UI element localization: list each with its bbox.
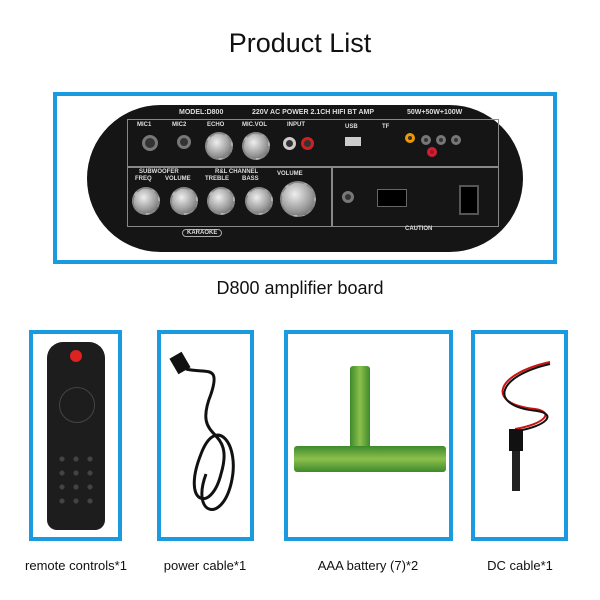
treble-label: TREBLE xyxy=(205,176,229,182)
caution-label: CAUTION xyxy=(405,226,433,232)
echo-label: ECHO xyxy=(207,122,225,128)
board-caption: D800 amplifier board xyxy=(216,278,384,298)
page-title: Product List xyxy=(228,28,372,58)
remote-frame xyxy=(29,330,122,541)
remote-caption: remote controls*1 xyxy=(25,558,127,573)
power-cable-frame xyxy=(157,330,254,541)
mic2-jack xyxy=(177,135,191,149)
sub-volume-label: VOLUME xyxy=(165,176,191,182)
button-prev xyxy=(421,135,431,145)
usb-label: USB xyxy=(345,124,358,130)
battery-lying xyxy=(294,446,446,472)
battery-frame xyxy=(284,330,453,541)
freq-knob xyxy=(132,187,160,215)
battery-upright xyxy=(350,366,370,466)
power-cable xyxy=(169,351,235,511)
sub-volume-knob xyxy=(170,187,198,215)
bass-knob xyxy=(245,187,273,215)
spec-label: 220V AC POWER 2.1CH HIFI BT AMP xyxy=(252,109,375,116)
power-cable-caption: power cable*1 xyxy=(163,558,247,573)
rl-channel-label: R&L CHANNEL xyxy=(215,169,259,175)
tf-label: TF xyxy=(382,124,390,130)
aux-jack xyxy=(405,133,415,143)
mic1-label: MIC1 xyxy=(137,122,152,128)
volume-knob xyxy=(280,181,316,217)
button-play xyxy=(436,135,446,145)
number-pad-icon xyxy=(55,452,97,512)
amplifier-board: MODEL:D800 220V AC POWER 2.1CH HIFI BT A… xyxy=(87,105,523,252)
subwoofer-label: SUBWOOFER xyxy=(139,169,179,175)
ir-sensor xyxy=(427,147,437,157)
dpad-icon xyxy=(59,387,95,423)
power-switch xyxy=(459,185,479,215)
dc-cable-caption: DC cable*1 xyxy=(487,558,553,573)
model-label: MODEL:D800 xyxy=(179,109,224,116)
mic2-label: MIC2 xyxy=(172,122,187,128)
amplifier-board-frame: MODEL:D800 220V AC POWER 2.1CH HIFI BT A… xyxy=(53,92,557,264)
karaoke-label: KARAOKE xyxy=(182,229,223,237)
power-panel xyxy=(332,167,499,227)
usb-port xyxy=(345,137,361,146)
volume-label: VOLUME xyxy=(277,171,303,177)
battery-caption: AAA battery (7)*2 xyxy=(317,558,419,573)
rca-right xyxy=(301,137,314,150)
bass-label: BASS xyxy=(242,176,259,182)
input-label: INPUT xyxy=(287,122,305,128)
ac-power-inlet xyxy=(377,189,407,207)
remote-control xyxy=(47,342,105,530)
button-next xyxy=(451,135,461,145)
rca-left xyxy=(283,137,296,150)
treble-knob xyxy=(207,187,235,215)
micvol-knob xyxy=(242,132,270,160)
dc-jack xyxy=(342,191,354,203)
input-panel xyxy=(127,119,499,167)
freq-label: FREQ xyxy=(135,176,152,182)
power-button-icon xyxy=(70,350,82,362)
dc-cable-frame xyxy=(471,330,568,541)
dc-cable xyxy=(501,361,551,491)
echo-knob xyxy=(205,132,233,160)
micvol-label: MIC.VOL xyxy=(242,122,267,128)
mic1-jack xyxy=(142,135,158,151)
control-panel xyxy=(127,167,332,227)
power-label: 50W+50W+100W xyxy=(407,109,463,116)
